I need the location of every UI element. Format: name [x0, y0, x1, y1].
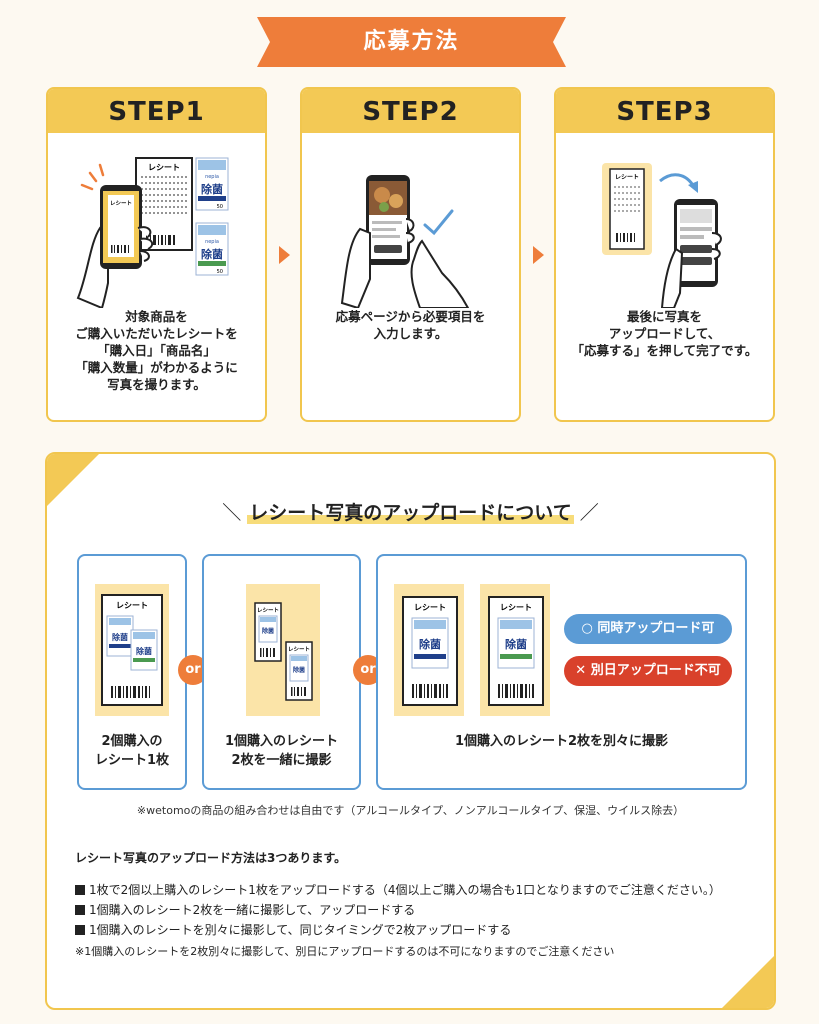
upload-section-title: ＼レシート写真のアップロードについて／ — [222, 502, 599, 524]
method-text: 1枚で2個以上購入のレシート1枚をアップロードする（4個以上ご購入の場合も1口と… — [89, 883, 721, 897]
two-receipts-image: レシート 除菌 レシート 除菌 — [254, 602, 313, 701]
step-1-line: 写真を撮ります。 — [107, 377, 206, 392]
receipt-title: レシート — [500, 603, 532, 612]
option-two-receipts-together: レシート 除菌 レシート 除菌 1個購入のレシート 2枚を一緒に撮影 — [202, 554, 361, 790]
bullet-square-icon — [75, 905, 85, 915]
step-2-label: STEP2 — [302, 89, 519, 133]
step-1-line: 対象商品を — [125, 309, 188, 324]
ng-badge: ✕ 別日アップロード不可 — [564, 656, 732, 686]
upload-title-text: レシート写真のアップロードについて — [247, 502, 574, 524]
option-two-label: 1個購入のレシート 2枚を一緒に撮影 — [204, 732, 359, 770]
option-one-receipt: レシート 除菌 除菌 2個購入の レシート1枚 — [77, 554, 187, 790]
title-banner — [257, 17, 566, 67]
pack-name: 除菌 — [201, 247, 223, 261]
step-2-card: STEP2 応募ページから必要項目を 入力します。 — [300, 87, 521, 422]
step-1-card: STEP1 レシート nepia 除菌 50 — [46, 87, 267, 422]
page-title: 応募方法 — [363, 29, 460, 54]
pack-name: 除菌 — [419, 637, 441, 651]
option-label-line: 1個購入のレシート — [224, 734, 339, 749]
method-item: 1個購入のレシートを別々に撮影して、同じタイミングで2枚アップロードする — [75, 920, 755, 940]
step-3-line: 「応募する」を押して完了です。 — [571, 343, 758, 358]
circle-ok-icon: ○ — [581, 621, 598, 636]
step-1-line: 「購入数量」がわかるように — [75, 360, 238, 375]
receipt-title: レシート — [414, 603, 446, 612]
step-1-line: 「購入日」「商品名」 — [97, 343, 216, 358]
step-2-line: 応募ページから必要項目を — [335, 309, 486, 324]
step-1-description: 対象商品を ご購入いただいたレシートを 「購入日」「商品名」 「購入数量」がわか… — [48, 308, 265, 393]
pack-name: 除菌 — [262, 627, 274, 635]
upload-info-panel: ＼レシート写真のアップロードについて／ レシート 除菌 除菌 2個購入の レシー… — [45, 452, 776, 1010]
option-receipts-separately: レシート 除菌 レシート 除菌 ○ 同時アップロード可 ✕ 別日アップロード不可… — [376, 554, 747, 790]
receipt-image: レシート 除菌 除菌 — [101, 594, 163, 706]
step-3-line: アップロードして、 — [608, 326, 721, 341]
option-one-label: 2個購入の レシート1枚 — [79, 732, 185, 770]
receipt-title: レシート — [288, 646, 310, 653]
receipt-title: レシート — [615, 174, 639, 181]
method-item: 1枚で2個以上購入のレシート1枚をアップロードする（4個以上ご購入の場合も1口と… — [75, 880, 755, 900]
method-text: 1個購入のレシートを別々に撮影して、同じタイミングで2枚アップロードする — [89, 923, 512, 937]
method-text: 1個購入のレシート2枚を一緒に撮影して、アップロードする — [89, 903, 416, 917]
pack-name: 除菌 — [505, 637, 527, 651]
step-3-illustration: レシート — [556, 133, 773, 309]
bullet-square-icon — [75, 885, 85, 895]
pack-count: 50 — [217, 269, 223, 275]
bullet-square-icon — [75, 925, 85, 935]
step-2-line: 入力します。 — [373, 326, 448, 341]
step-arrow-icon — [279, 246, 290, 264]
option-label-line: レシート1枚 — [94, 753, 170, 768]
methods-note: ※1個購入のレシートを2枚別々に撮影して、別日にアップロードするのは不可になりま… — [75, 945, 615, 958]
methods-title: レシート写真のアップロード方法は3つあります。 — [75, 851, 347, 865]
receipt-image: レシート 除菌 — [402, 596, 458, 706]
step-1-label: STEP1 — [48, 89, 265, 133]
pack-name: 除菌 — [201, 182, 223, 196]
method-item: 1個購入のレシート2枚を一緒に撮影して、アップロードする — [75, 900, 755, 920]
step-2-illustration — [302, 133, 519, 310]
step-1-line: ご購入いただいたレシートを — [75, 326, 238, 341]
upload-methods: レシート写真のアップロード方法は3つあります。 1枚で2個以上購入のレシート1枚… — [75, 848, 755, 962]
ng-badge-text: 別日アップロード不可 — [590, 663, 721, 678]
step-2-description: 応募ページから必要項目を 入力します。 — [302, 308, 519, 342]
corner-decoration — [722, 956, 774, 1008]
step-3-description: 最後に写真を アップロードして、 「応募する」を押して完了です。 — [556, 308, 773, 359]
ok-badge-text: 同時アップロード可 — [597, 621, 715, 636]
receipt-image: レシート 除菌 — [488, 596, 544, 706]
receipt-title: レシート — [257, 607, 279, 614]
step-1-illustration: レシート nepia 除菌 50 nepia 除菌 50 — [48, 133, 265, 310]
pack-name: 除菌 — [293, 666, 305, 674]
receipt-title: レシート — [116, 601, 148, 610]
option-three-label: 1個購入のレシート2枚を別々に撮影 — [454, 734, 669, 749]
pack-brand: nepia — [205, 174, 219, 180]
cross-ng-icon: ✕ — [575, 663, 591, 678]
step-3-line: 最後に写真を — [626, 309, 702, 324]
option-label-line: 2枚を一緒に撮影 — [231, 753, 332, 768]
receipt-title: レシート — [148, 163, 180, 172]
phone-receipt-title: レシート — [110, 200, 132, 207]
option-label-line: 2個購入の — [101, 734, 163, 749]
step-3-card: STEP3 レシート 最後に写真を アップロードして、 「応募する」を押して完了… — [554, 87, 775, 422]
pack-name: 除菌 — [112, 632, 128, 642]
corner-decoration — [47, 454, 99, 506]
ok-badge: ○ 同時アップロード可 — [564, 614, 732, 644]
pack-name: 除菌 — [136, 646, 152, 656]
step-arrow-icon — [533, 246, 544, 264]
step-3-label: STEP3 — [556, 89, 773, 133]
pack-brand: nepia — [205, 239, 219, 245]
combination-note: ※wetomoの商品の組み合わせは自由です（アルコールタイプ、ノンアルコールタイ… — [136, 804, 685, 817]
pack-count: 50 — [217, 204, 223, 210]
